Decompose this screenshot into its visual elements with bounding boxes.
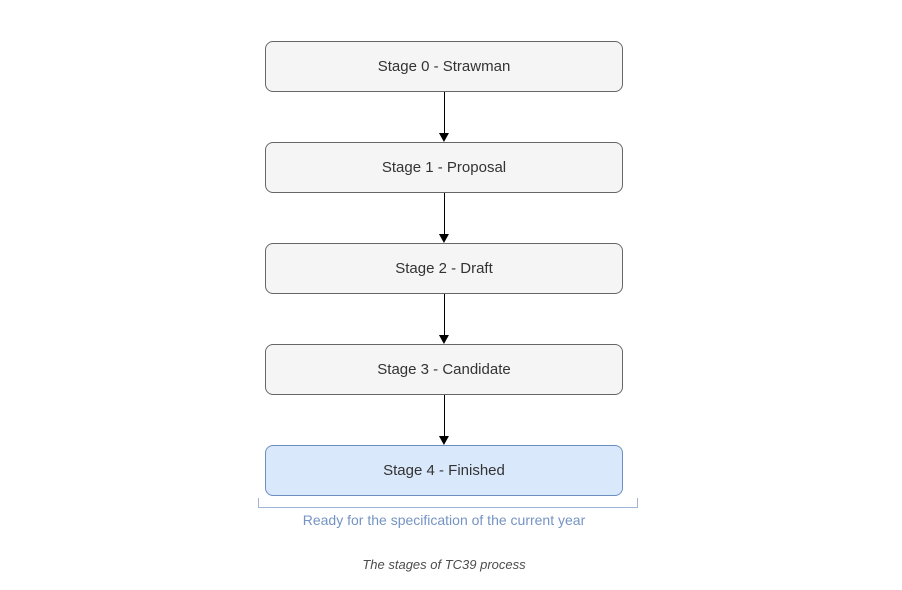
stage-box-candidate[interactable]: Stage 3 - Candidate xyxy=(265,344,623,395)
stage-box-proposal[interactable]: Stage 1 - Proposal xyxy=(265,142,623,193)
stage-label: Stage 3 - Candidate xyxy=(377,361,511,378)
connector-0-1 xyxy=(265,92,623,142)
arrow-line xyxy=(444,395,445,438)
diagram-caption: The stages of TC39 process xyxy=(362,557,526,572)
arrow-down-icon xyxy=(438,335,449,344)
arrow-line xyxy=(444,92,445,135)
arrow-down-icon xyxy=(438,133,449,142)
arrow-down-icon xyxy=(438,436,449,445)
stage-label: Stage 4 - Finished xyxy=(383,462,505,479)
arrow-down-icon xyxy=(438,234,449,243)
bracket-note-text: Ready for the specification of the curre… xyxy=(302,512,586,528)
stage-label: Stage 2 - Draft xyxy=(395,260,493,277)
stage-box-draft[interactable]: Stage 2 - Draft xyxy=(265,243,623,294)
stage-box-strawman[interactable]: Stage 0 - Strawman xyxy=(265,41,623,92)
connector-2-3 xyxy=(265,294,623,344)
connector-3-4 xyxy=(265,395,623,445)
stage-box-finished[interactable]: Stage 4 - Finished xyxy=(265,445,623,496)
stage-label: Stage 0 - Strawman xyxy=(377,58,511,75)
stage-label: Stage 1 - Proposal xyxy=(381,159,507,176)
bracket-annotation xyxy=(258,498,638,508)
arrow-line xyxy=(444,193,445,236)
connector-1-2 xyxy=(265,193,623,243)
arrow-line xyxy=(444,294,445,337)
